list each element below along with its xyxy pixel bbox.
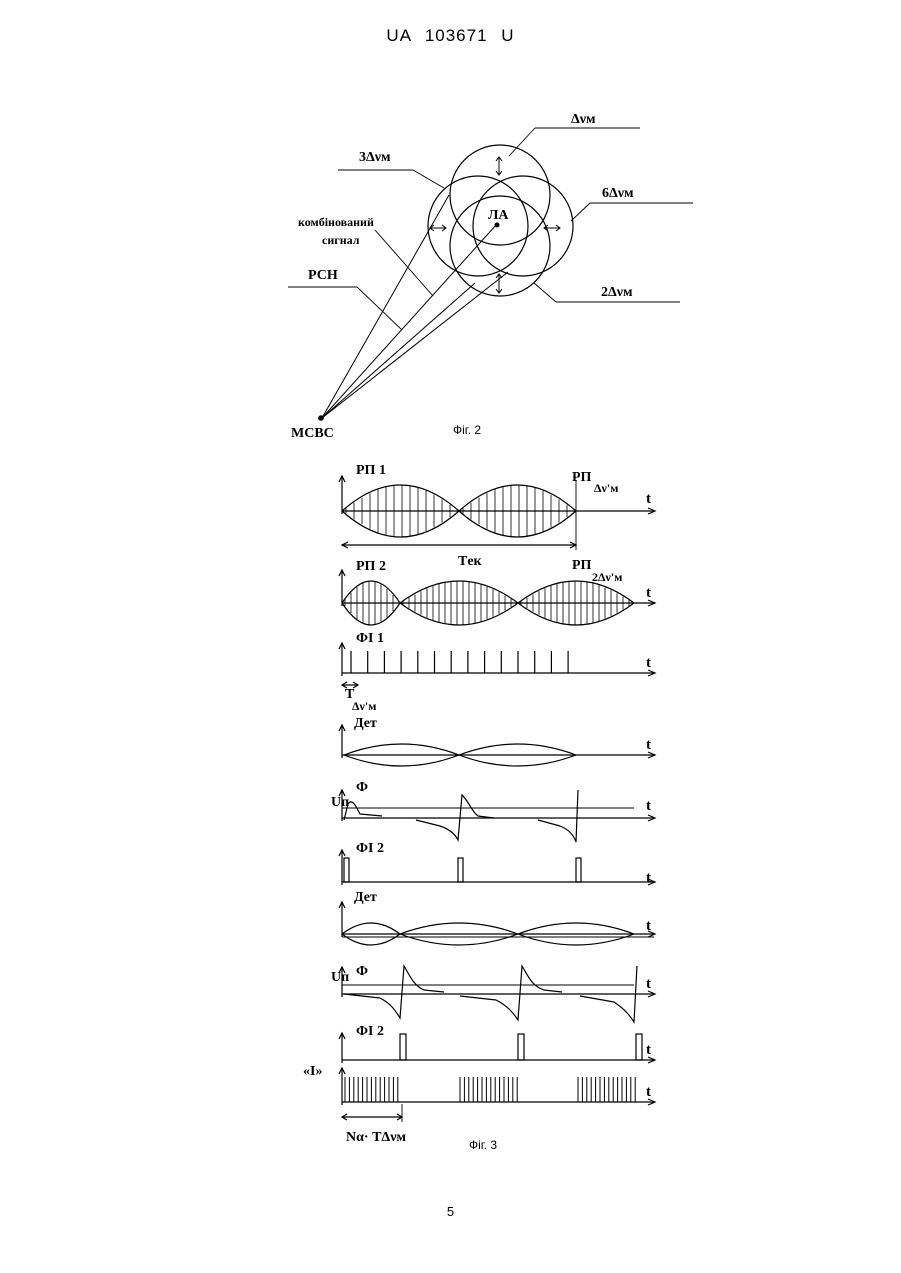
fig3-label-rp2-dv: РП — [572, 558, 592, 573]
fig3-label-rp-dv-sub: Δν'м — [594, 481, 618, 495]
fig2-la-dot — [495, 223, 500, 228]
fig3-labels: РП 1 РП Δν'м Tек РП 2 РП 2Δν'м ФІ 1 T Δν… — [303, 463, 651, 1152]
fi2b-pulse-1 — [400, 1034, 406, 1060]
fig2-caption: Фіг. 2 — [453, 423, 481, 437]
fig2-label-combined-2: сигнал — [322, 233, 360, 247]
fig3-label-det1: Дет — [354, 716, 377, 731]
fig3-t-4: t — [646, 737, 651, 753]
fig3-t-6: t — [646, 870, 651, 886]
fig2-label-2dv: 2Δνм — [601, 285, 633, 300]
fig2-label-6dv: 6Δνм — [602, 186, 634, 201]
fig3-label-rp1: РП 1 — [356, 463, 386, 478]
fig2-label-3dv: 3Δνм — [359, 150, 391, 165]
fig3-label-one: «І» — [303, 1064, 322, 1079]
fi2a-pulse-3 — [576, 858, 581, 882]
fig3-label-rp2-dv-sub: 2Δν'м — [592, 570, 622, 584]
fig3-t-10: t — [646, 1084, 651, 1100]
fig3-t-2: t — [646, 585, 651, 601]
fig3-t-5: t — [646, 798, 651, 814]
fig2-label-msvs: МСВС — [291, 426, 334, 441]
fig3-t-3: t — [646, 655, 651, 671]
fig2-label-rsn: РСН — [308, 268, 338, 283]
fig3-label-phi2: Ф — [356, 964, 368, 979]
fig3-caption: Фіг. 3 — [469, 1138, 497, 1152]
fig3-label-det2: Дет — [354, 890, 377, 905]
fig2-label-combined-1: комбінований — [298, 215, 374, 229]
fi2b-pulse-3 — [636, 1034, 642, 1060]
phi2-wave-2 — [460, 966, 562, 1020]
fig2-label-dv: Δνм — [571, 112, 596, 127]
fig3-label-rp2: РП 2 — [356, 559, 386, 574]
fig3-label-phi1: Ф — [356, 780, 368, 795]
fig3-label-fi1: ФІ 1 — [356, 631, 384, 646]
phi1-wave-3 — [538, 790, 578, 842]
fig3-label-fi2b: ФІ 2 — [356, 1024, 384, 1039]
fi2b-pulse-2 — [518, 1034, 524, 1060]
fig2-msvs-dot — [318, 415, 324, 421]
fig2-diagram — [288, 128, 693, 418]
fig3-t-1: t — [646, 491, 651, 507]
fig2-label-la: ЛА — [488, 208, 509, 223]
fig3-t-8: t — [646, 976, 651, 992]
fig3-t-9: t — [646, 1042, 651, 1058]
page-number: 5 — [0, 1204, 901, 1219]
phi1-wave-1 — [344, 802, 382, 820]
fi2a-pulse-1 — [344, 858, 349, 882]
fig3-label-tek: Tек — [458, 554, 483, 569]
fig3-label-tdv-sub: Δν'м — [352, 699, 376, 713]
fig3-t-7: t — [646, 918, 651, 934]
fig3-label-n: Nα· TΔνм — [346, 1130, 406, 1145]
fig3-label-up1: Uп — [331, 795, 349, 810]
fig3-label-up2: Uп — [331, 970, 349, 985]
fi2a-pulse-2 — [458, 858, 463, 882]
fig2-circle-top — [450, 145, 550, 245]
fig3-label-fi2a: ФІ 2 — [356, 841, 384, 856]
fig3-label-rp-dv: РП — [572, 470, 592, 485]
